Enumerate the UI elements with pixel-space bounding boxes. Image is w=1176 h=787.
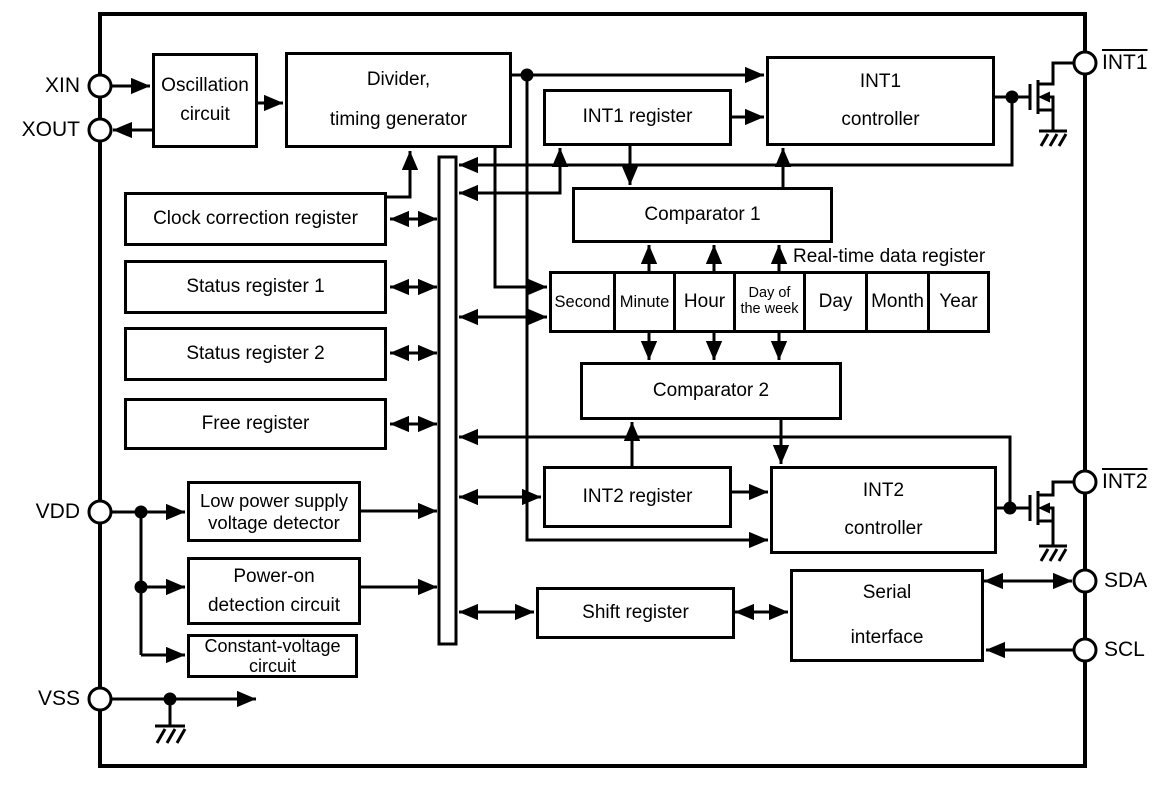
- pin-xout: [87, 117, 113, 143]
- pin-scl: [1072, 637, 1098, 663]
- block-status-register-2: Status register 2: [124, 327, 387, 381]
- rtc-cell-month: Month: [865, 274, 927, 330]
- rtc-cell-year: Year: [927, 274, 987, 330]
- vss-ground-icon: [155, 724, 187, 744]
- real-time-data-register-label: Real-time data register: [793, 246, 986, 267]
- pin-label-int1: INT1: [1102, 51, 1148, 74]
- pin-sda: [1072, 568, 1098, 594]
- pin-label-xout: XOUT: [21, 118, 80, 141]
- block-free-register: Free register: [124, 398, 387, 450]
- pin-xin: [87, 73, 113, 99]
- pin-vdd: [87, 499, 113, 525]
- pin-vss: [87, 686, 113, 712]
- pin-label-vdd: VDD: [35, 500, 80, 523]
- pin-int1: [1072, 50, 1098, 76]
- real-time-data-register: Second Minute Hour Day of the week Day M…: [549, 271, 990, 333]
- block-status-register-1: Status register 1: [124, 260, 387, 314]
- block-divider-timing-generator: Divider, timing generator: [285, 52, 512, 148]
- rtc-cell-day: Day: [803, 274, 865, 330]
- block-comparator-1: Comparator 1: [572, 187, 833, 243]
- internal-bus-bar: [437, 155, 458, 646]
- block-comparator-2: Comparator 2: [580, 362, 842, 420]
- rtc-cell-second: Second: [554, 292, 611, 311]
- pin-label-int2: INT2: [1102, 470, 1148, 493]
- block-oscillation-circuit: Oscillation circuit: [152, 53, 258, 148]
- pin-label-sda: SDA: [1104, 569, 1148, 592]
- block-int2-register: INT2 register: [543, 466, 732, 528]
- block-constant-voltage-circuit: Constant-voltage circuit: [187, 634, 358, 678]
- rtc-cell-day-of-week: Day of the week: [733, 274, 803, 330]
- pin-label-vss: VSS: [37, 687, 80, 710]
- int1-output-mosfet-icon: [1028, 61, 1074, 147]
- block-int1-register: INT1 register: [543, 89, 732, 146]
- block-clock-correction-register: Clock correction register: [124, 192, 387, 246]
- block-power-on-detection-circuit: Power-on detection circuit: [187, 557, 361, 625]
- block-int2-controller: INT2 controller: [770, 466, 997, 554]
- block-shift-register: Shift register: [536, 587, 735, 639]
- pin-int2: [1072, 469, 1098, 495]
- block-serial-interface: Serial interface: [790, 569, 984, 662]
- rtc-cell-hour: Hour: [673, 274, 733, 330]
- int2-output-mosfet-icon: [1028, 480, 1074, 562]
- pin-label-xin: XIN: [44, 74, 80, 97]
- rtc-cell-minute: Minute: [613, 274, 673, 330]
- block-low-power-supply-voltage-detector: Low power supply voltage detector: [187, 481, 361, 542]
- pin-label-scl: SCL: [1104, 638, 1145, 661]
- block-int1-controller: INT1 controller: [766, 56, 995, 146]
